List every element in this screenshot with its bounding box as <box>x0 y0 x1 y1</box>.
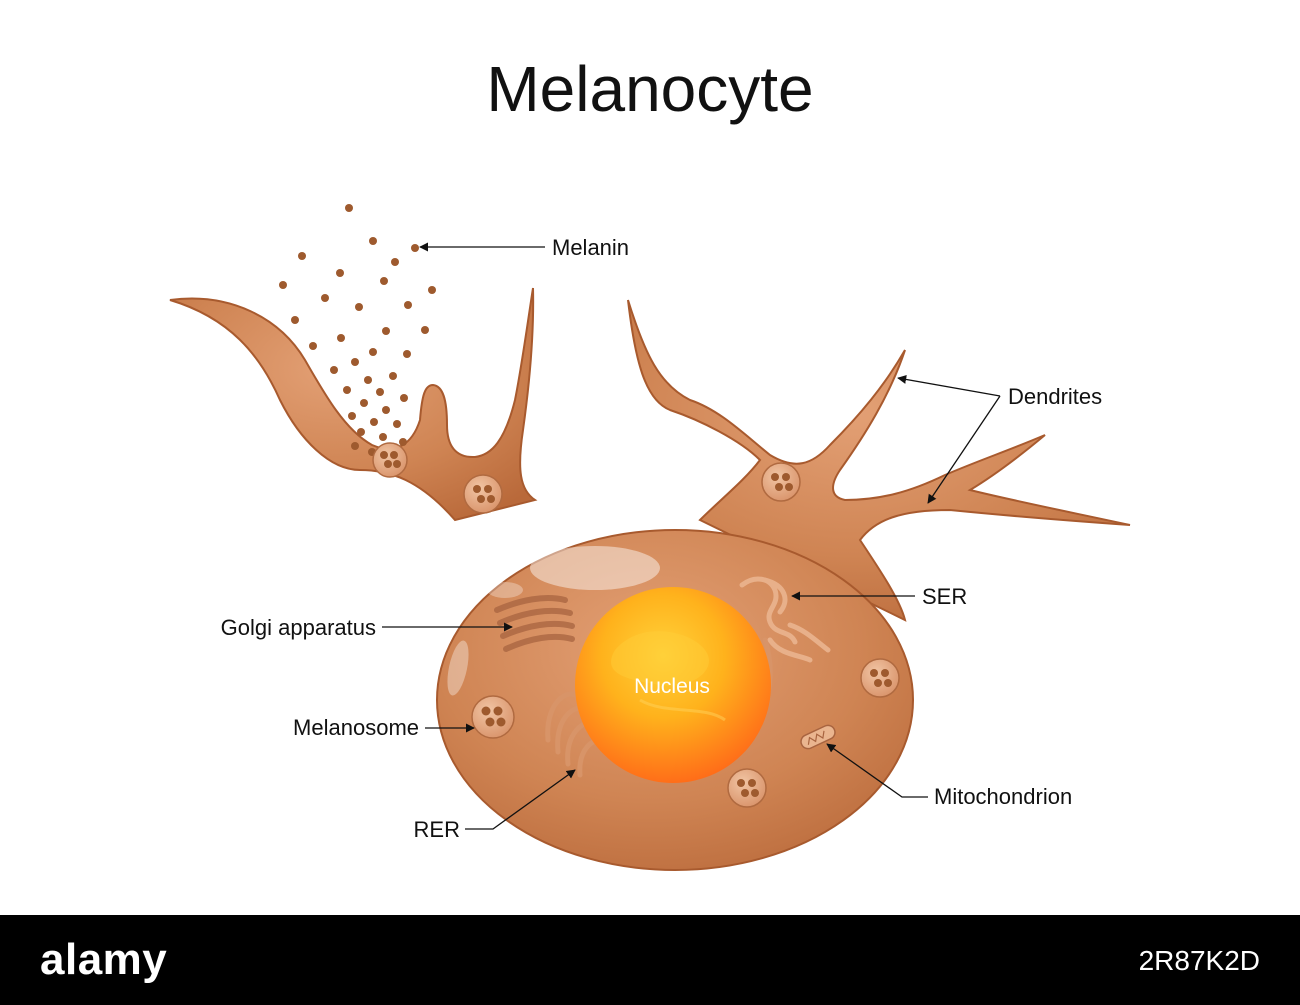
melanosome-vesicle <box>761 462 801 502</box>
image-id: 2R87K2D <box>1138 945 1260 976</box>
golgi-label: Golgi apparatus <box>221 615 376 640</box>
cell-body <box>169 287 1131 871</box>
melanosome-vesicle <box>471 695 515 739</box>
leader-lines <box>382 242 1001 830</box>
dendrites-leader-top <box>897 374 1001 397</box>
nucleus: Nucleus <box>575 587 771 783</box>
melanosome-vesicle <box>372 442 408 478</box>
golgi-apparatus <box>494 595 575 652</box>
alamy-logo: alamy <box>40 935 168 984</box>
melanin-label: Melanin <box>552 235 629 260</box>
melanosome-label: Melanosome <box>293 715 419 740</box>
dendrites-label: Dendrites <box>1008 384 1102 409</box>
melanosome-vesicle <box>727 768 767 808</box>
ser-organelle <box>739 576 831 663</box>
ser-label: SER <box>922 584 967 609</box>
melanosome-vesicle <box>463 474 503 514</box>
diagram-title: Melanocyte <box>486 53 814 125</box>
melanocyte-diagram: Nucleus Melanin Dendrites Golgi apparatu… <box>169 204 1131 871</box>
mitochondrion-organelle <box>800 724 836 750</box>
nucleus-label: Nucleus <box>634 675 710 698</box>
melanin-granules <box>279 204 436 456</box>
mitochondrion-label: Mitochondrion <box>934 784 1072 809</box>
watermark-footer: alamy 2R87K2D <box>0 915 1300 1005</box>
dendrites-leader-bottom <box>927 395 1001 504</box>
mitochondrion-leader <box>826 743 928 798</box>
rer-label: RER <box>414 817 460 842</box>
melanosome-vesicles <box>372 442 900 808</box>
rer-leader <box>465 769 576 830</box>
melanosome-vesicle <box>860 658 900 698</box>
